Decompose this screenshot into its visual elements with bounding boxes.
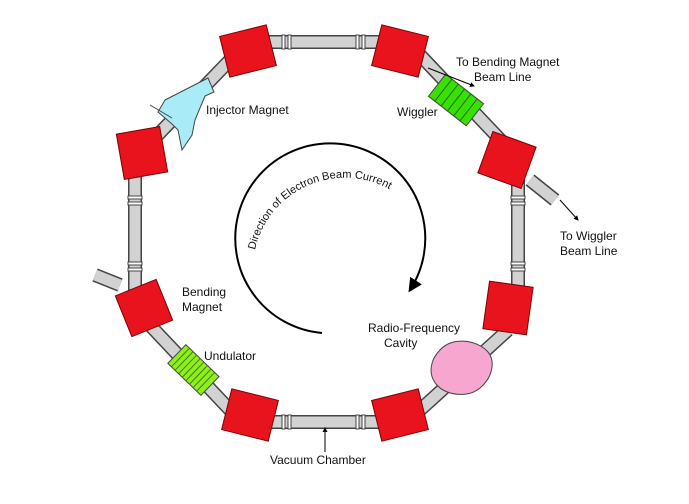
bending-magnet-left-lower	[114, 278, 174, 338]
bending-magnet-label-2: Magnet	[182, 300, 223, 314]
to-bending-label-1: To Bending Magnet	[456, 55, 560, 69]
bending-magnet-label-1: Bending	[182, 285, 226, 299]
bending-magnets	[114, 24, 537, 442]
bending-magnet-left-upper	[115, 125, 169, 181]
vacuum-chamber-label: Vacuum Chamber	[270, 453, 366, 467]
to-wiggler-arrow	[559, 199, 579, 221]
bending-magnet-bottom-right	[371, 388, 429, 442]
rf-cavity	[430, 340, 493, 395]
bending-magnet-right-upper	[477, 130, 537, 190]
undulator	[167, 343, 220, 397]
curved-arrow-icon	[234, 142, 427, 334]
bending-magnet-top-right	[371, 24, 429, 78]
undulator-label: Undulator	[204, 349, 256, 363]
rf-cavity-label-2: Cavity	[384, 336, 417, 350]
injector-magnet-label: Injector Magnet	[206, 103, 289, 117]
bending-magnet-right-lower	[482, 280, 534, 336]
wiggler-label: Wiggler	[397, 105, 438, 119]
wiggler	[427, 73, 485, 127]
to-bending-label-2: Beam Line	[474, 70, 532, 84]
injector-magnet	[157, 77, 215, 152]
rf-cavity-label-1: Radio-Frequency	[368, 321, 460, 335]
to-wiggler-label-1: To Wiggler	[560, 229, 617, 243]
injector-pipe	[149, 104, 173, 119]
to-bending-arrow	[427, 67, 475, 87]
pipe-flanges	[127, 34, 526, 430]
direction-label: Direction of Electron Beam Current	[246, 169, 393, 251]
bending-magnet-top-left	[219, 24, 277, 78]
to-wiggler-label-2: Beam Line	[560, 244, 618, 258]
bending-magnet-bottom-left	[221, 388, 279, 442]
